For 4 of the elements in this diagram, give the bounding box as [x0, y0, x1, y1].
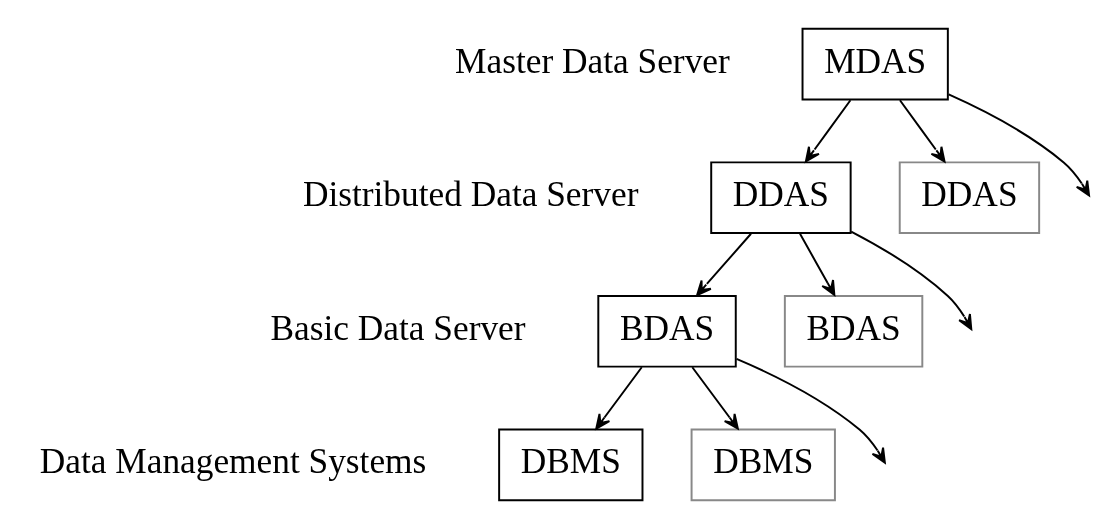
label: Master Data Server [455, 41, 730, 81]
label: Basic Data Server [270, 308, 526, 348]
label: Data Management Systems [39, 442, 427, 482]
label: Distributed Data Server [302, 175, 639, 215]
